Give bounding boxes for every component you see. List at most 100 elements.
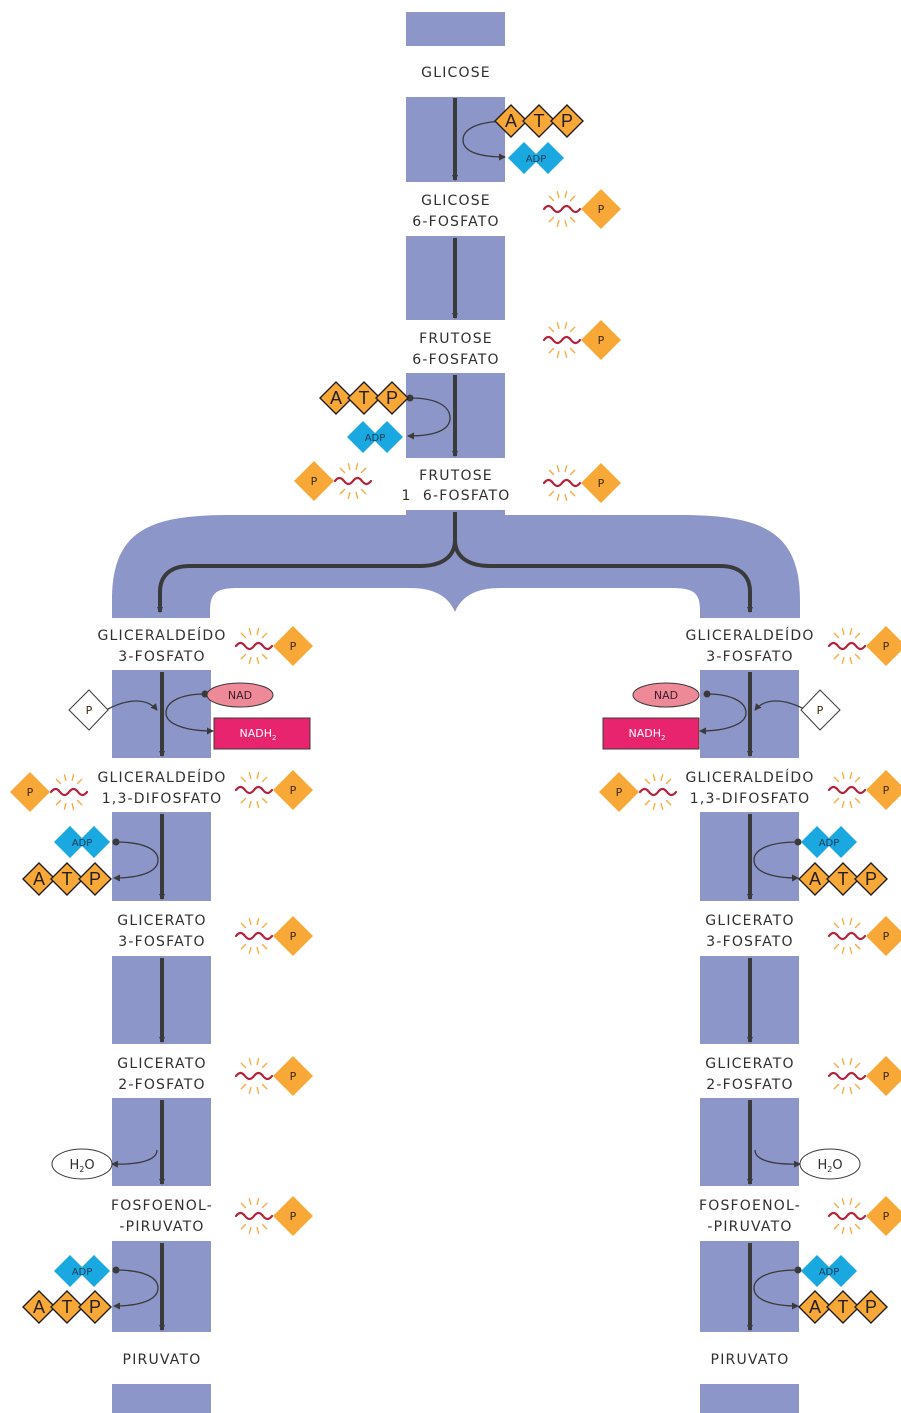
adp-hexokinase: ADP [508,142,564,174]
label-gliceraldeido-3-fosfato-left-1: GLICERALDEÍDO [97,627,226,644]
label-gliceraldeido-difosfato-left-1: GLICERALDEÍDO [97,769,226,786]
svg-text:A: A [809,869,821,889]
phosphate-bond-frutose-1-6-b: P [294,461,373,501]
svg-text:ADP: ADP [365,433,386,444]
svg-text:T: T [359,388,370,408]
label-gliceraldeido-3-fosfato-right-1: GLICERALDEÍDO [685,627,814,644]
svg-text:A: A [33,869,45,889]
svg-text:P: P [386,388,398,408]
svg-text:P: P [89,869,101,889]
svg-text:T: T [62,1297,73,1317]
svg-text:ADP: ADP [819,838,840,849]
phosphate-bond-left-difosfato-extra: P [10,772,89,812]
phosphate-bond-glicose-6-fosfato: P [542,189,621,229]
phosphate-bond-right-4: P [827,1056,901,1096]
label-glicerato-2-fosfato-left-1: GLICERATO [117,1056,206,1072]
phosphate-bond-left-5: P [234,1196,313,1236]
split-arrow [157,512,753,613]
phosphate-bond-frutose-6-fosfato: P [542,320,621,360]
label-fosfoenolpiruvato-right-2: -PIRUVATO [707,1219,792,1235]
svg-text:P: P [290,930,297,943]
svg-text:ADP: ADP [526,154,547,165]
svg-text:A: A [505,111,517,131]
svg-text:P: P [598,477,605,490]
phosphate-bond-right-5: P [827,1196,901,1236]
svg-text:P: P [883,930,890,943]
svg-text:T: T [838,869,849,889]
svg-text:ADP: ADP [72,1267,93,1278]
svg-text:H2O: H2O [817,1158,842,1174]
water-right: H2O [799,1148,861,1180]
phosphate-bond-left-2: P [234,770,313,810]
svg-text:H2O: H2O [69,1158,94,1174]
label-gliceraldeido-3-fosfato-right-2: 3-FOSFATO [706,649,794,665]
water-left: H2O [51,1148,113,1180]
phosphate-bond-left-1: P [234,626,313,666]
svg-text:P: P [865,1297,877,1317]
phosphate-bond-left-4: P [234,1056,313,1096]
nadh2-right: NADH2 [602,717,700,750]
adp-molecules: ADP ADP ADP ADP ADP ADP [54,142,857,1287]
svg-text:P: P [27,786,34,799]
adp-left-2: ADP [54,1255,110,1287]
svg-text:T: T [534,111,545,131]
phosphate-bond-frutose-1-6-a: P [542,463,621,503]
svg-text:P: P [883,784,890,797]
label-glicerato-2-fosfato-right-2: 2-FOSFATO [706,1077,794,1093]
phosphate-bond-right-1: P [827,626,901,666]
svg-text:P: P [561,111,573,131]
label-glicose-6-fosfato-2: 6-FOSFATO [412,214,500,230]
svg-text:P: P [883,1210,890,1223]
svg-text:T: T [838,1297,849,1317]
svg-text:P: P [883,640,890,653]
molecule-labels: GLICOSE GLICOSE 6-FOSFATO FRUTOSE 6-FOSF… [97,65,814,1368]
adp-right-1: ADP [801,826,857,858]
label-gliceraldeido-difosfato-right-2: 1,3-DIFOSFATO [690,791,811,807]
label-frutose-1-6-fosfato-1: FRUTOSE [419,468,493,484]
label-fosfoenolpiruvato-left-2: -PIRUVATO [119,1219,204,1235]
adp-right-2: ADP [801,1255,857,1287]
svg-text:A: A [33,1297,45,1317]
label-fosfoenolpiruvato-right-1: FOSFOENOL- [699,1198,801,1214]
phosphate-bond-right-3: P [827,916,901,956]
label-glicerato-2-fosfato-right-1: GLICERATO [705,1056,794,1072]
svg-text:P: P [290,640,297,653]
label-glicose-6-fosfato-1: GLICOSE [421,193,491,209]
svg-text:P: P [817,704,824,717]
inorganic-phosphate-left: P [68,689,109,731]
label-glicose: GLICOSE [421,65,491,81]
label-glicerato-3-fosfato-left-1: GLICERATO [117,913,206,929]
svg-text:T: T [62,869,73,889]
svg-text:P: P [865,869,877,889]
svg-text:P: P [311,475,318,488]
svg-text:A: A [330,388,342,408]
nadh2-left: NADH2 [213,717,311,750]
svg-text:ADP: ADP [819,1267,840,1278]
svg-text:NADH2: NADH2 [629,727,666,742]
label-frutose-1-6-fosfato-2: 1 6-FOSFATO [402,488,511,504]
label-piruvato-right: PIRUVATO [711,1352,790,1368]
phosphate-bond-left-3: P [234,916,313,956]
label-glicerato-3-fosfato-right-2: 3-FOSFATO [706,934,794,950]
nad-right: NAD [632,682,700,708]
label-gliceraldeido-3-fosfato-left-2: 3-FOSFATO [118,649,206,665]
label-gliceraldeido-difosfato-left-2: 1,3-DIFOSFATO [102,791,223,807]
svg-text:P: P [290,1210,297,1223]
label-glicerato-2-fosfato-left-2: 2-FOSFATO [118,1077,206,1093]
label-frutose-6-fosfato-1: FRUTOSE [419,331,493,347]
svg-text:P: P [86,704,93,717]
adp-left-1: ADP [54,826,110,858]
label-fosfoenolpiruvato-left-1: FOSFOENOL- [111,1198,213,1214]
label-frutose-6-fosfato-2: 6-FOSFATO [412,352,500,368]
svg-text:A: A [809,1297,821,1317]
adp-phosphofructokinase: ADP [347,421,403,453]
label-gliceraldeido-difosfato-right-1: GLICERALDEÍDO [685,769,814,786]
phosphate-bond-right-difosfato-extra: P [599,772,678,812]
